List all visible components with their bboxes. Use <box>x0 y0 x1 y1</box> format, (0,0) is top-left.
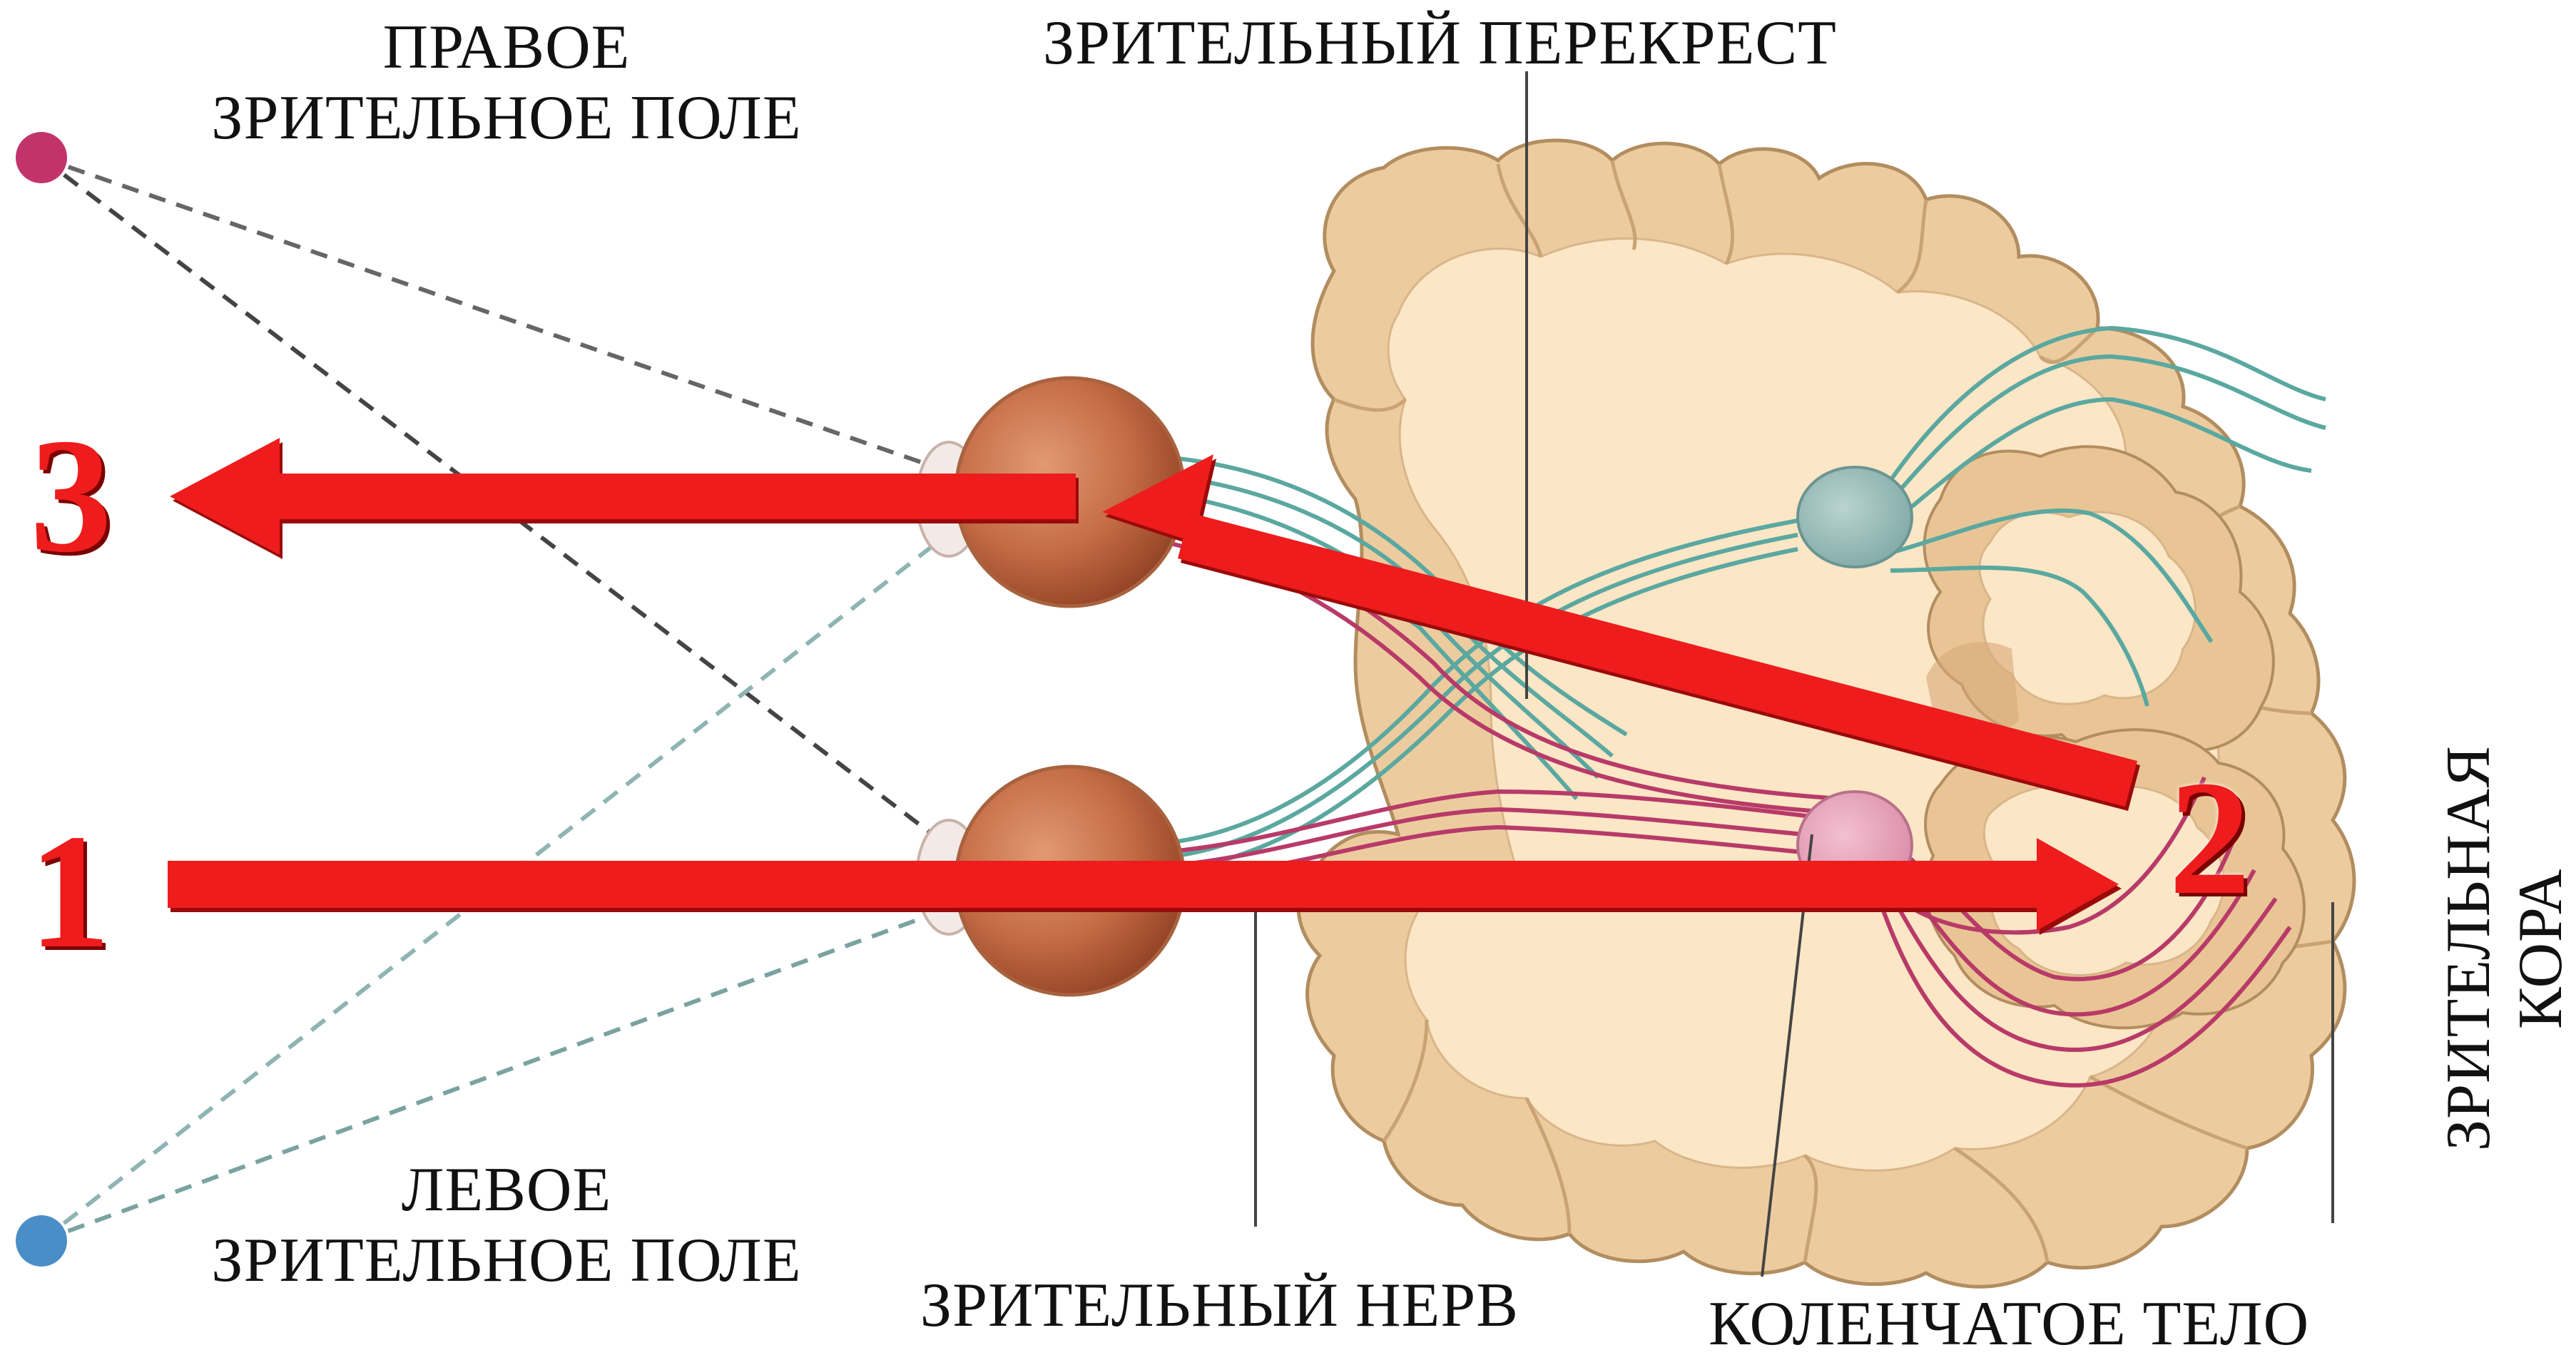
left-field-line1: ЛЕВОЕ <box>161 1155 852 1226</box>
visual-cortex-line1: ЗРИТЕЛЬНАЯ <box>2434 746 2503 1152</box>
marker-2: 2 <box>2169 756 2251 920</box>
right-field-point <box>16 132 67 183</box>
marker-1: 1 <box>29 809 111 973</box>
right-field-line2: ЗРИТЕЛЬНОЕ ПОЛЕ <box>161 83 852 154</box>
geniculate-body-label: КОЛЕНЧАТОЕ ТЕЛО <box>1709 1289 2309 1360</box>
marker-3: 3 <box>30 414 112 578</box>
left-visual-field-label: ЛЕВОЕ ЗРИТЕЛЬНОЕ ПОЛЕ <box>161 1155 852 1296</box>
right-visual-field-label: ПРАВОЕ ЗРИТЕЛЬНОЕ ПОЛЕ <box>161 13 852 153</box>
optic-chiasm-label: ЗРИТЕЛЬНЫЙ ПЕРЕКРЕСТ <box>1043 9 1837 79</box>
upper-geniculate-body <box>1798 467 1912 567</box>
visual-cortex-label: ЗРИТЕЛЬНАЯ КОРА <box>2433 706 2576 1191</box>
left-field-point <box>16 1215 67 1267</box>
visual-field-projections <box>16 132 956 1267</box>
optic-nerve-label: ЗРИТЕЛЬНЫЙ НЕРВ <box>920 1271 1519 1341</box>
visual-cortex-line2: КОРА <box>2506 868 2575 1028</box>
left-field-line2: ЗРИТЕЛЬНОЕ ПОЛЕ <box>161 1226 852 1297</box>
right-field-line1: ПРАВОЕ <box>161 13 852 83</box>
